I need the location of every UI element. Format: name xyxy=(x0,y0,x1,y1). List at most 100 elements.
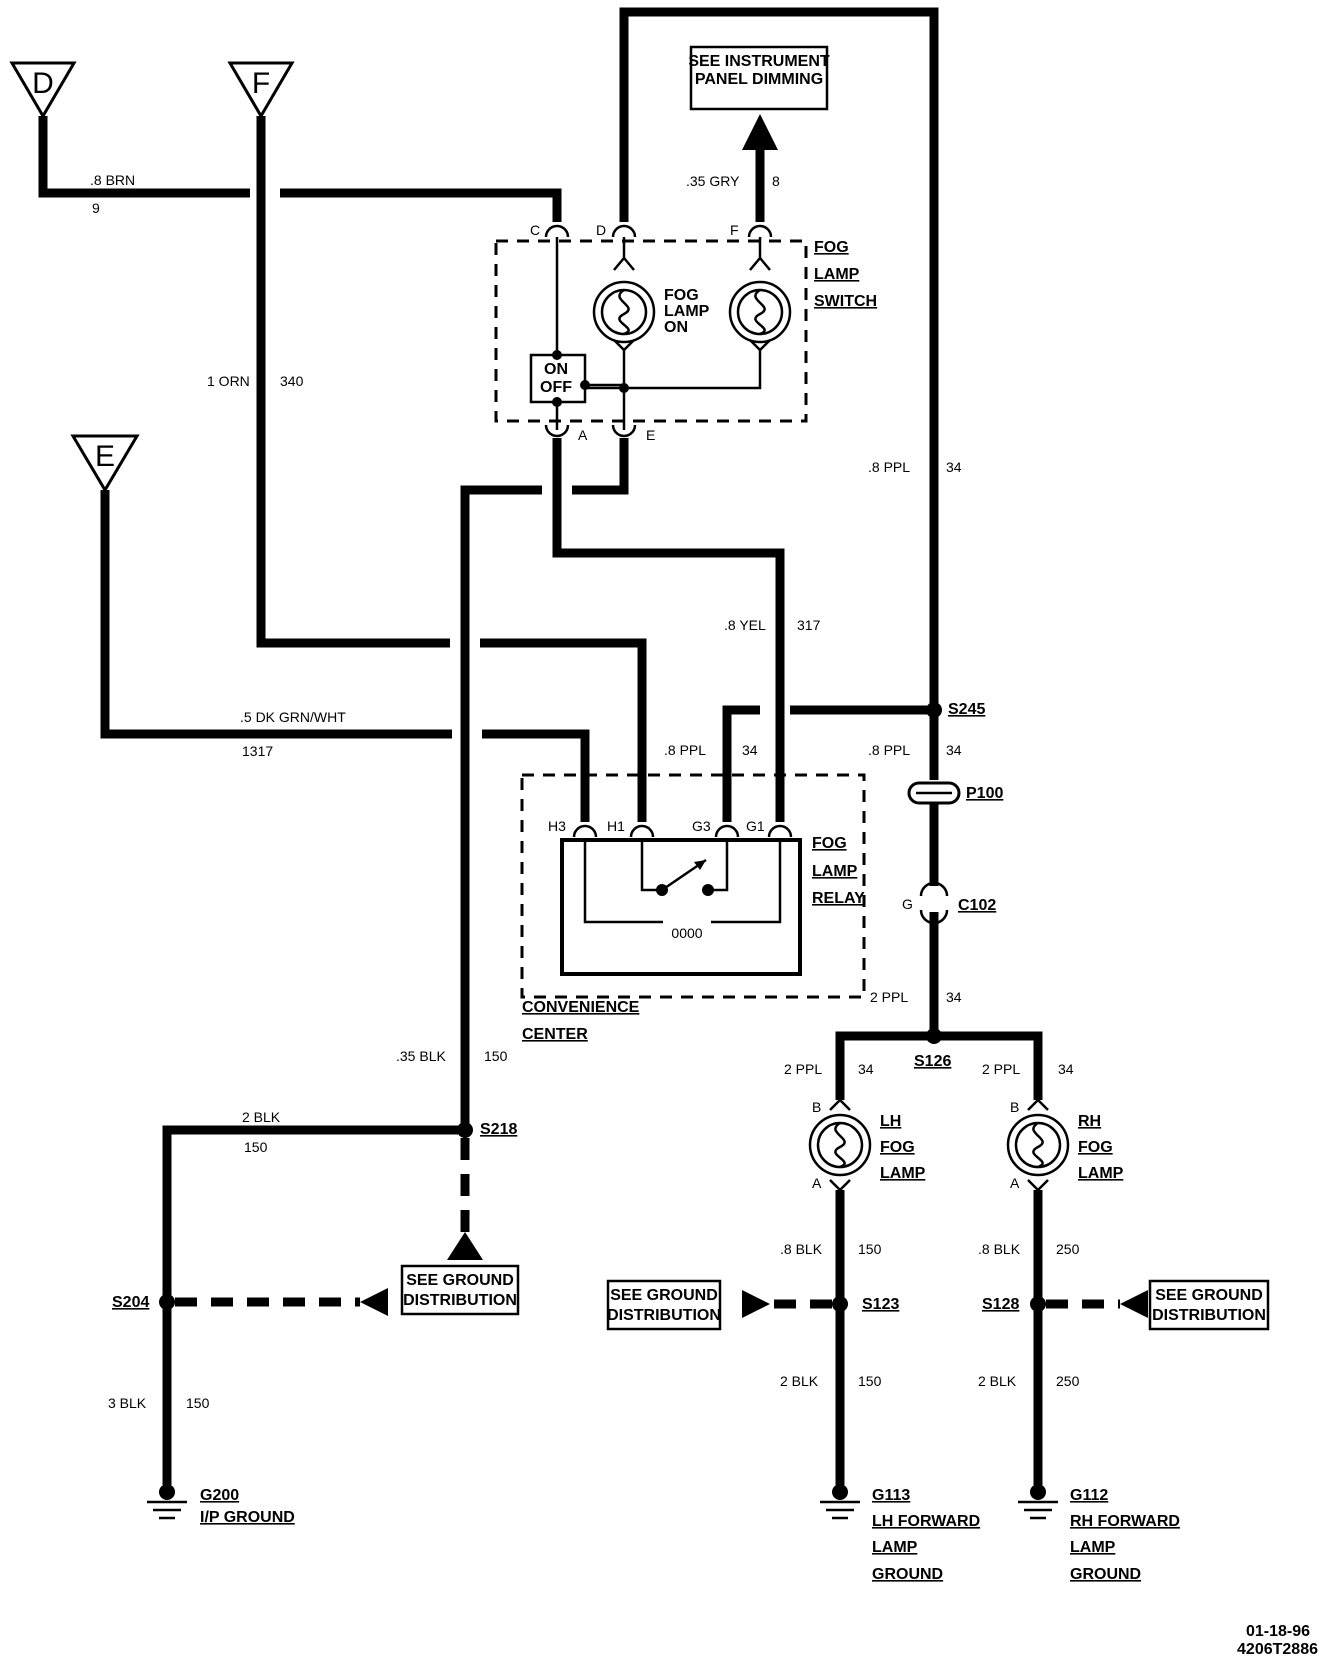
svg-text:GROUND: GROUND xyxy=(1070,1566,1141,1583)
connector-c102: G C102 xyxy=(902,881,996,925)
wire-orn-circuit: 340 xyxy=(280,373,304,389)
splice-s123 xyxy=(832,1296,848,1312)
wire-ppl-34-relay xyxy=(722,705,934,822)
wire-blk35-circuit: 150 xyxy=(484,1048,508,1064)
svg-text:LAMP: LAMP xyxy=(814,266,860,283)
svg-text:G3: G3 xyxy=(692,818,711,834)
ground-distribution-box-lh xyxy=(606,1279,722,1331)
wire-brn-9 xyxy=(38,116,562,222)
svg-text:D: D xyxy=(596,222,606,238)
input-f: F xyxy=(227,61,295,119)
wire-ppl-top-circuit: 34 xyxy=(946,459,962,475)
splice-s128 xyxy=(1030,1296,1046,1312)
wire-rh-ppl-circuit: 34 xyxy=(1058,1061,1074,1077)
svg-text:S126: S126 xyxy=(914,1053,951,1070)
svg-text:F: F xyxy=(730,222,739,238)
ground-g200: G200 I/P GROUND xyxy=(147,1484,295,1526)
fog-lamp-relay: H3 H1 G3 G1 0000 FOG LAMP RELAY xyxy=(520,773,866,999)
svg-text:S245: S245 xyxy=(948,701,985,718)
svg-text:RELAY: RELAY xyxy=(812,890,865,907)
wire-rh-ppl-gauge: 2 PPL xyxy=(982,1061,1020,1077)
footer-code: 4206T2886 xyxy=(1237,1641,1318,1658)
svg-text:S204: S204 xyxy=(112,1294,149,1311)
input-d: D xyxy=(9,61,77,119)
svg-text:DISTRIBUTION: DISTRIBUTION xyxy=(403,1292,517,1309)
wire-ppl-34-top xyxy=(619,7,939,710)
wire-orn-gauge: 1 ORN xyxy=(207,373,250,389)
input-e: E xyxy=(70,434,140,493)
wire-lh-blk2-gauge: 2 BLK xyxy=(780,1373,819,1389)
wire-yel-gauge: .8 YEL xyxy=(724,617,766,633)
wire-yel-circuit: 317 xyxy=(797,617,821,633)
svg-text:C: C xyxy=(530,222,540,238)
wire-orn-340 xyxy=(256,116,647,822)
svg-text:LAMP: LAMP xyxy=(812,863,858,880)
svg-text:SEE INSTRUMENT: SEE INSTRUMENT xyxy=(688,53,830,70)
wire-yel-317 xyxy=(552,438,785,822)
wire-blk3-gauge: 3 BLK xyxy=(108,1395,147,1411)
ground-g113: G113 LH FORWARD LAMP GROUND xyxy=(820,1484,980,1583)
svg-text:H3: H3 xyxy=(548,818,566,834)
svg-text:S128: S128 xyxy=(982,1296,1019,1313)
fog-lamp-switch: C D F A E FOG LAMP ON ON OFF FOG LAMP SW… xyxy=(494,222,877,443)
svg-text:FOG: FOG xyxy=(880,1139,915,1156)
svg-text:E: E xyxy=(646,427,655,443)
svg-text:A: A xyxy=(812,1175,822,1191)
wire-brn-gauge: .8 BRN xyxy=(90,172,135,188)
wire-brn-circuit: 9 xyxy=(92,200,100,216)
wire-rh-blk8-circuit: 250 xyxy=(1056,1241,1080,1257)
splice-s126 xyxy=(926,1028,942,1044)
svg-text:LAMP: LAMP xyxy=(872,1539,918,1556)
svg-text:RH: RH xyxy=(1078,1113,1101,1130)
wire-lh-blk8-circuit: 150 xyxy=(858,1241,882,1257)
svg-text:SEE GROUND: SEE GROUND xyxy=(406,1272,514,1289)
svg-text:CENTER: CENTER xyxy=(522,1026,588,1043)
ground-g112: G112 RH FORWARD LAMP GROUND xyxy=(1018,1484,1180,1583)
wire-ppl-relay-circuit: 34 xyxy=(742,742,758,758)
wire-blk-150-left xyxy=(162,1125,465,1485)
wire-blk2-circuit: 150 xyxy=(244,1139,268,1155)
svg-text:G1: G1 xyxy=(746,818,765,834)
wire-lh-blk8-gauge: .8 BLK xyxy=(780,1241,823,1257)
wire-rh-blk2-gauge: 2 BLK xyxy=(978,1373,1017,1389)
svg-text:LH FORWARD: LH FORWARD xyxy=(872,1513,980,1530)
svg-text:F: F xyxy=(252,67,270,100)
svg-text:C102: C102 xyxy=(958,897,996,914)
svg-text:DISTRIBUTION: DISTRIBUTION xyxy=(607,1307,721,1324)
lh-fog-lamp: B A LH FOG LAMP xyxy=(808,1098,926,1192)
svg-text:ON: ON xyxy=(544,361,568,378)
splice-s218 xyxy=(457,1122,473,1138)
svg-text:G112: G112 xyxy=(1070,1487,1108,1504)
svg-text:FOG: FOG xyxy=(814,239,849,256)
svg-text:LAMP: LAMP xyxy=(880,1165,926,1182)
wire-ppl-2-circuit: 34 xyxy=(946,989,962,1005)
wire-lh-ppl-circuit: 34 xyxy=(858,1061,874,1077)
svg-text:LAMP: LAMP xyxy=(664,303,710,320)
svg-text:0000: 0000 xyxy=(671,925,702,941)
convenience-center-label: CONVENIENCE xyxy=(522,999,640,1016)
svg-text:G: G xyxy=(902,896,913,912)
splice-s204 xyxy=(159,1294,175,1310)
svg-text:SEE GROUND: SEE GROUND xyxy=(610,1287,718,1304)
svg-text:H1: H1 xyxy=(607,818,625,834)
svg-text:DISTRIBUTION: DISTRIBUTION xyxy=(1152,1307,1266,1324)
svg-text:SWITCH: SWITCH xyxy=(814,293,877,310)
instrument-panel-dimming-box xyxy=(689,45,829,111)
footer-date: 01-18-96 xyxy=(1246,1623,1310,1640)
wire-dkgrn-circuit: 1317 xyxy=(242,743,273,759)
svg-text:PANEL DIMMING: PANEL DIMMING xyxy=(695,71,823,88)
svg-text:A: A xyxy=(578,427,588,443)
svg-text:OFF: OFF xyxy=(540,379,572,396)
svg-text:LAMP: LAMP xyxy=(1078,1165,1124,1182)
wire-rh-blk8-gauge: .8 BLK xyxy=(978,1241,1021,1257)
wire-blk2-gauge: 2 BLK xyxy=(242,1109,281,1125)
wire-gry-gauge: .35 GRY xyxy=(686,173,740,189)
wire-blk-150-switch xyxy=(460,438,629,1130)
wire-lh-blk2-circuit: 150 xyxy=(858,1373,882,1389)
ground-distribution-box-center xyxy=(400,1264,520,1316)
wire-ppl-top-gauge: .8 PPL xyxy=(868,459,910,475)
svg-text:D: D xyxy=(32,67,54,100)
svg-text:ON: ON xyxy=(664,319,688,336)
svg-text:FOG: FOG xyxy=(812,835,847,852)
